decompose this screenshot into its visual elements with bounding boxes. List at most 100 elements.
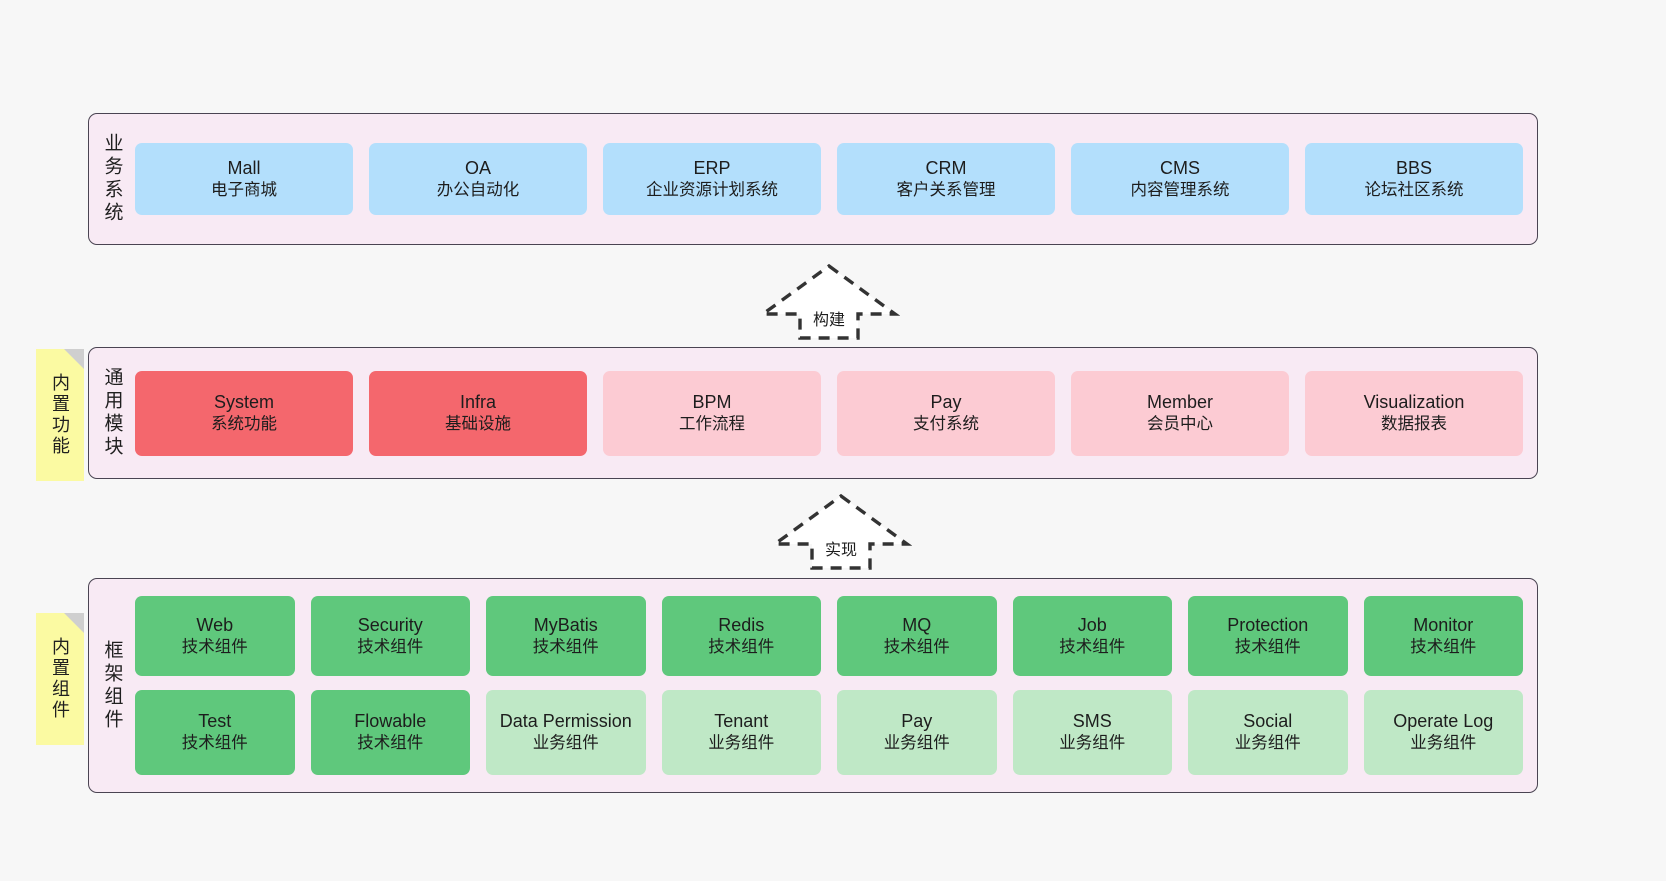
sticky-note-builtin-function: 内置功能 xyxy=(36,349,84,481)
box-subtitle: 业务组件 xyxy=(883,734,950,753)
box-social[interactable]: Social 业务组件 xyxy=(1188,690,1348,775)
arrow-build-icon xyxy=(757,263,901,340)
box-row: System 系统功能 Infra 基础设施 BPM 工作流程 Pay 支付系统… xyxy=(135,370,1523,456)
layer-title-business-system: 业务系统 xyxy=(101,133,123,225)
box-operate-log[interactable]: Operate Log 业务组件 xyxy=(1363,690,1523,775)
box-subtitle: 技术组件 xyxy=(1234,637,1301,656)
box-title: CRM xyxy=(925,157,967,178)
box-subtitle: 技术组件 xyxy=(1059,637,1126,656)
box-title: Redis xyxy=(718,614,765,635)
box-title: Protection xyxy=(1227,614,1309,635)
box-subtitle: 业务组件 xyxy=(1234,734,1301,753)
box-protection[interactable]: Protection 技术组件 xyxy=(1188,596,1348,676)
box-mq[interactable]: MQ 技术组件 xyxy=(837,596,997,676)
box-pay[interactable]: Pay 支付系统 xyxy=(837,370,1055,456)
box-row: Mall 电子商城 OA 办公自动化 ERP 企业资源计划系统 CRM 客户关系… xyxy=(135,143,1523,215)
layer-common-module: 通用模块 System 系统功能 Infra 基础设施 BPM 工作流程 Pay… xyxy=(88,347,1538,479)
box-pay-business[interactable]: Pay 业务组件 xyxy=(837,690,997,775)
box-title: Web xyxy=(196,614,234,635)
box-subtitle: 支付系统 xyxy=(913,414,979,433)
box-title: Test xyxy=(198,711,232,732)
box-mall[interactable]: Mall 电子商城 xyxy=(135,143,353,215)
box-title: Operate Log xyxy=(1393,711,1494,732)
box-title: BBS xyxy=(1395,157,1433,178)
box-oa[interactable]: OA 办公自动化 xyxy=(369,143,587,215)
box-subtitle: 业务组件 xyxy=(708,734,775,753)
box-tenant[interactable]: Tenant 业务组件 xyxy=(661,690,821,775)
box-title: OA xyxy=(464,157,491,178)
box-title: Monitor xyxy=(1413,614,1474,635)
box-title: Tenant xyxy=(714,711,769,732)
box-title: SMS xyxy=(1072,711,1112,732)
box-redis[interactable]: Redis 技术组件 xyxy=(661,596,821,676)
box-title: System xyxy=(213,391,274,412)
box-monitor[interactable]: Monitor 技术组件 xyxy=(1363,596,1523,676)
box-system[interactable]: System 系统功能 xyxy=(135,370,353,456)
sticky-note-builtin-component: 内置组件 xyxy=(36,613,84,745)
box-subtitle: 基础设施 xyxy=(445,414,511,433)
box-subtitle: 业务组件 xyxy=(1059,734,1126,753)
box-title: Security xyxy=(357,614,423,635)
box-title: ERP xyxy=(693,157,731,178)
layer-body-framework-component: Web 技术组件 Security 技术组件 MyBatis 技术组件 Redi… xyxy=(135,579,1537,792)
box-sms[interactable]: SMS 业务组件 xyxy=(1012,690,1172,775)
box-subtitle: 技术组件 xyxy=(181,734,248,753)
box-bpm[interactable]: BPM 工作流程 xyxy=(603,370,821,456)
arrow-build: 构建 xyxy=(757,262,901,342)
layer-title-framework-component: 框架组件 xyxy=(101,639,123,732)
box-title: Mall xyxy=(227,157,261,178)
box-title: CMS xyxy=(1160,157,1200,178)
box-subtitle: 技术组件 xyxy=(708,637,775,656)
box-subtitle: 业务组件 xyxy=(1410,734,1477,753)
box-subtitle: 内容管理系统 xyxy=(1130,180,1230,199)
box-infra[interactable]: Infra 基础设施 xyxy=(369,370,587,456)
box-subtitle: 数据报表 xyxy=(1381,414,1447,433)
box-subtitle: 论坛社区系统 xyxy=(1364,180,1464,199)
box-title: Pay xyxy=(901,711,933,732)
box-test[interactable]: Test 技术组件 xyxy=(135,690,295,775)
box-title: Member xyxy=(1146,391,1213,412)
arrow-implement: 实现 xyxy=(769,492,913,572)
box-crm[interactable]: CRM 客户关系管理 xyxy=(837,143,1055,215)
box-subtitle: 工作流程 xyxy=(679,414,745,433)
box-bbs[interactable]: BBS 论坛社区系统 xyxy=(1305,143,1523,215)
box-subtitle: 技术组件 xyxy=(532,637,599,656)
layer-title-common-module: 通用模块 xyxy=(101,367,123,459)
box-subtitle: 技术组件 xyxy=(181,637,248,656)
box-subtitle: 电子商城 xyxy=(211,180,277,199)
box-subtitle: 客户关系管理 xyxy=(896,180,996,199)
box-web[interactable]: Web 技术组件 xyxy=(135,596,295,676)
box-cms[interactable]: CMS 内容管理系统 xyxy=(1071,143,1289,215)
box-row: Web 技术组件 Security 技术组件 MyBatis 技术组件 Redi… xyxy=(135,596,1523,676)
box-title: Job xyxy=(1077,614,1107,635)
layer-business-system: 业务系统 Mall 电子商城 OA 办公自动化 ERP 企业资源计划系统 CRM… xyxy=(88,113,1538,245)
arrow-implement-label: 实现 xyxy=(824,542,858,559)
box-subtitle: 会员中心 xyxy=(1147,414,1213,433)
box-title: BPM xyxy=(692,391,732,412)
arrow-build-label: 构建 xyxy=(812,312,846,329)
box-title: Infra xyxy=(459,391,497,412)
arrow-implement-icon xyxy=(769,493,913,570)
sticky-note-label: 内置功能 xyxy=(50,373,70,457)
box-subtitle: 技术组件 xyxy=(883,637,950,656)
box-data-permission[interactable]: Data Permission 业务组件 xyxy=(486,690,646,775)
box-subtitle: 办公自动化 xyxy=(436,180,520,199)
box-row: Test 技术组件 Flowable 技术组件 Data Permission … xyxy=(135,690,1523,775)
sticky-fold-corner xyxy=(64,613,84,633)
box-subtitle: 技术组件 xyxy=(357,734,424,753)
box-job[interactable]: Job 技术组件 xyxy=(1012,596,1172,676)
sticky-fold-corner xyxy=(64,349,84,369)
box-visualization[interactable]: Visualization 数据报表 xyxy=(1305,370,1523,456)
box-subtitle: 企业资源计划系统 xyxy=(646,180,778,199)
box-flowable[interactable]: Flowable 技术组件 xyxy=(310,690,470,775)
box-title: MyBatis xyxy=(533,614,598,635)
box-title: MQ xyxy=(902,614,932,635)
sticky-note-label: 内置组件 xyxy=(50,637,70,721)
box-mybatis[interactable]: MyBatis 技术组件 xyxy=(486,596,646,676)
box-erp[interactable]: ERP 企业资源计划系统 xyxy=(603,143,821,215)
box-security[interactable]: Security 技术组件 xyxy=(310,596,470,676)
box-title: Visualization xyxy=(1363,391,1465,412)
box-member[interactable]: Member 会员中心 xyxy=(1071,370,1289,456)
box-subtitle: 技术组件 xyxy=(357,637,424,656)
